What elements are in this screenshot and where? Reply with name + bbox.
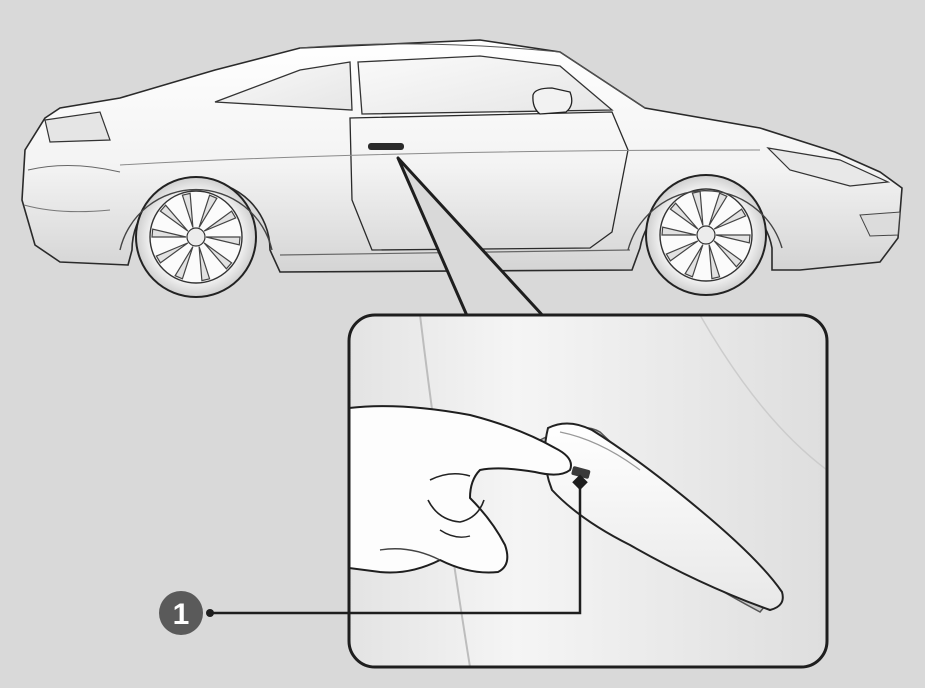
wheel-spoke bbox=[691, 190, 704, 226]
car-side-window bbox=[214, 61, 353, 111]
wheel-spoke bbox=[684, 244, 704, 278]
door-handle-touch-sensor bbox=[571, 466, 591, 479]
wheel-spoke bbox=[713, 240, 743, 268]
callout-badge bbox=[159, 591, 203, 635]
callout-1: 1 bbox=[159, 474, 588, 635]
wheel-spoke bbox=[155, 242, 189, 264]
wheel-spoke bbox=[669, 202, 699, 230]
hand-finger bbox=[349, 405, 572, 574]
callout-leader-line bbox=[210, 483, 582, 615]
wheel-spoke bbox=[159, 204, 189, 232]
wheel-spoke bbox=[661, 226, 697, 236]
callout-number: 1 bbox=[173, 598, 190, 631]
car-rear-lamp bbox=[44, 111, 111, 143]
car-door-handle bbox=[368, 143, 404, 150]
car-headlamp bbox=[766, 147, 891, 187]
wheel-spoke bbox=[708, 192, 728, 226]
callout-pointer-diamond bbox=[572, 474, 588, 491]
wheel-spoke bbox=[198, 194, 218, 228]
wheel-spoke bbox=[181, 192, 194, 228]
car-rear-wheel bbox=[135, 176, 257, 298]
car-door bbox=[349, 111, 629, 251]
car-side-mirror bbox=[532, 87, 573, 115]
wheel-spoke bbox=[715, 234, 751, 244]
wheel-spoke bbox=[665, 240, 699, 262]
door-handle bbox=[543, 422, 784, 612]
wheel-spoke bbox=[198, 246, 211, 282]
wheel-spoke bbox=[203, 210, 237, 232]
car-front-wheel bbox=[645, 174, 767, 296]
wheel-spoke bbox=[203, 242, 233, 270]
wheel-spoke bbox=[708, 244, 721, 280]
wheel-spoke bbox=[151, 228, 187, 238]
zoom-detail-panel bbox=[347, 156, 829, 669]
wheel-spoke bbox=[205, 236, 241, 246]
wheel-spoke bbox=[713, 208, 747, 230]
wheel-spoke bbox=[174, 246, 194, 280]
car-side-view bbox=[21, 39, 903, 298]
